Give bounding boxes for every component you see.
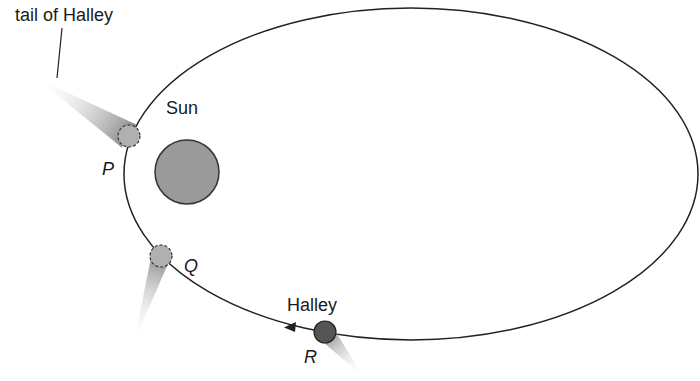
orbit-ellipse: [124, 8, 698, 340]
callout-label: tail of Halley: [15, 6, 113, 24]
direction-arrow: [284, 322, 296, 332]
comet-tail: [134, 253, 170, 342]
leader-line: [57, 28, 62, 78]
position-letter: P: [102, 160, 114, 178]
sun-label: Sun: [166, 99, 198, 117]
comet-position: [118, 125, 140, 147]
comet-label: Halley: [287, 296, 337, 314]
comet-halley: [314, 321, 336, 343]
comet-position: [150, 245, 172, 267]
sun-disc: [155, 140, 219, 204]
position-letter: Q: [184, 257, 198, 275]
position-letter: R: [304, 348, 317, 366]
